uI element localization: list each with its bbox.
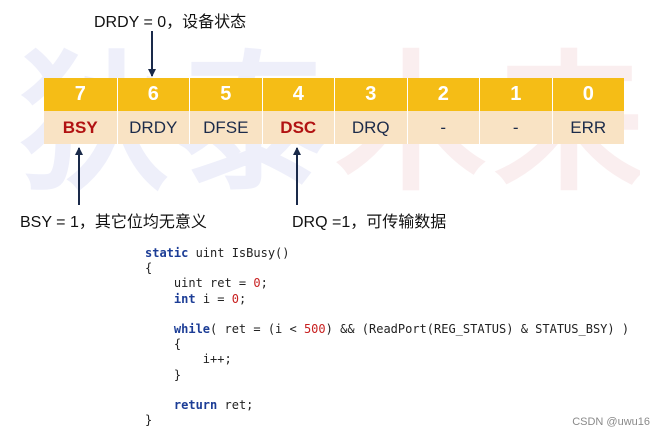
code-line: while( ret = (i < 500) && (ReadPort(REG_… xyxy=(145,322,629,337)
code-line: { xyxy=(145,337,629,352)
code-line: i++; xyxy=(145,352,629,367)
code-token: uint IsBusy() xyxy=(188,246,290,260)
credit-watermark: CSDN @uwu16 xyxy=(572,416,650,428)
drq-label: DRQ =1，可传输数据 xyxy=(292,214,447,231)
code-token: { xyxy=(145,337,182,352)
code-token: ( ret = (i < xyxy=(210,321,304,336)
bit-name-drdy: DRDY xyxy=(116,111,189,144)
status-register-table: 7 6 5 4 3 2 1 0 BSY DRDY DFSE DSC DRQ - … xyxy=(44,78,624,144)
code-token: while xyxy=(173,321,211,336)
drdy-label: DRDY = 0，设备状态 xyxy=(94,14,247,31)
bit-number: 2 xyxy=(406,78,479,111)
bit-number: 0 xyxy=(551,78,624,111)
code-token: ) && (ReadPort(REG_STATUS) & STATUS_BSY)… xyxy=(325,321,630,336)
bit-name-dfse: DFSE xyxy=(189,111,262,144)
bsy-label: BSY = 1，其它位均无意义 xyxy=(20,214,207,231)
bit-name-reserved: - xyxy=(406,111,479,144)
code-token: i++; xyxy=(145,352,232,367)
bit-name-row: BSY DRDY DFSE DSC DRQ - - ERR xyxy=(44,111,624,144)
bit-name-drq: DRQ xyxy=(334,111,407,144)
bit-number: 7 xyxy=(44,78,117,111)
code-token: static xyxy=(145,246,189,260)
code-line: static uint IsBusy() xyxy=(145,246,629,261)
code-token: { xyxy=(145,261,153,276)
code-line: uint ret = 0; xyxy=(145,276,629,291)
code-token: 0 xyxy=(253,276,261,291)
code-token: ret; xyxy=(217,397,254,412)
code-token: i = xyxy=(195,291,232,306)
bit-number: 1 xyxy=(479,78,552,111)
bit-number: 4 xyxy=(261,78,334,111)
code-token: return xyxy=(173,397,218,412)
code-token: 500 xyxy=(303,321,326,336)
code-token: } xyxy=(145,413,153,428)
bit-name-err: ERR xyxy=(551,111,624,144)
code-token: } xyxy=(145,367,182,382)
bit-name-reserved: - xyxy=(479,111,552,144)
bit-number: 3 xyxy=(334,78,407,111)
code-line: } xyxy=(145,368,629,383)
code-line: { xyxy=(145,261,629,276)
code-token: ; xyxy=(260,276,268,291)
bit-number: 5 xyxy=(189,78,262,111)
bit-number-row: 7 6 5 4 3 2 1 0 xyxy=(44,78,624,111)
code-block: static uint IsBusy(){ uint ret = 0; int … xyxy=(145,246,629,428)
bit-name-dsc: DSC xyxy=(261,111,334,144)
bit-name-bsy: BSY xyxy=(44,111,117,144)
code-line: int i = 0; xyxy=(145,292,629,307)
code-line: return ret; xyxy=(145,398,629,413)
code-token: uint ret = xyxy=(145,276,254,291)
code-token: 0 xyxy=(231,291,239,306)
bit-number: 6 xyxy=(116,78,189,111)
code-line: } xyxy=(145,413,629,428)
code-token: int xyxy=(173,291,196,306)
code-token: ; xyxy=(238,291,247,306)
